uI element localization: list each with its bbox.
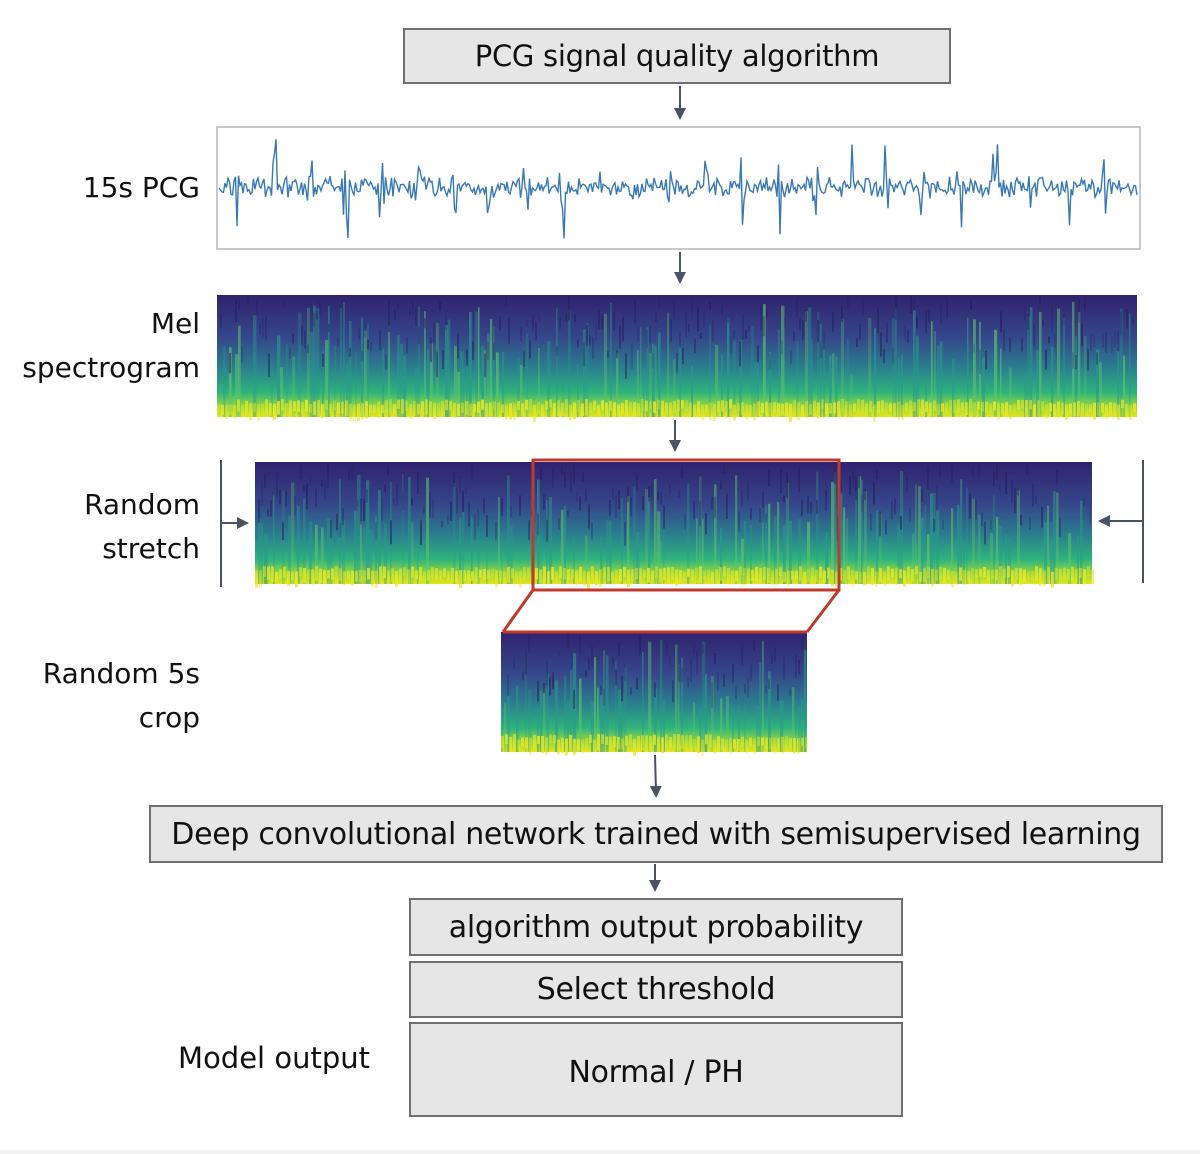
output-probability-box: algorithm output probability xyxy=(409,898,903,956)
label-15s-pcg-text: 15s PCG xyxy=(82,171,200,204)
label-15s-pcg: 15s PCG xyxy=(20,166,200,210)
label-mel-spectrogram: Mel spectrogram xyxy=(0,302,200,390)
select-threshold-label: Select threshold xyxy=(536,972,776,1007)
normal-ph-label: Normal / PH xyxy=(568,1055,744,1090)
signal-quality-box: PCG signal quality algorithm xyxy=(403,28,951,84)
label-crop-line1: Random 5s xyxy=(42,657,200,690)
label-stretch-line2: stretch xyxy=(102,532,200,565)
label-mel-line2: spectrogram xyxy=(22,351,200,384)
signal-quality-label: PCG signal quality algorithm xyxy=(474,39,880,73)
label-mel-line1: Mel xyxy=(150,307,200,340)
stretch-spectrogram xyxy=(255,462,1094,589)
label-random-stretch: Random stretch xyxy=(0,483,200,571)
model-output-label: Model output xyxy=(150,1036,370,1080)
model-output-text: Model output xyxy=(178,1041,370,1075)
arrow-down-icon xyxy=(649,754,662,798)
crop-connector-left xyxy=(501,589,535,633)
label-stretch-line1: Random xyxy=(84,488,200,521)
normal-ph-box: Normal / PH xyxy=(409,1022,903,1117)
label-crop-line2: crop xyxy=(138,701,200,734)
network-box: Deep convolutional network trained with … xyxy=(149,805,1163,863)
label-random-crop: Random 5s crop xyxy=(0,652,200,740)
crop-window-outline xyxy=(531,458,841,592)
network-label: Deep convolutional network trained with … xyxy=(171,816,1141,852)
output-probability-label: algorithm output probability xyxy=(448,909,864,945)
mel-spectrogram xyxy=(217,295,1137,423)
crop-connector-right xyxy=(805,589,841,633)
pcg-waveform xyxy=(218,139,1138,239)
divider xyxy=(0,1150,1200,1154)
crop-spectrogram xyxy=(501,632,808,757)
select-threshold-box: Select threshold xyxy=(409,961,903,1018)
